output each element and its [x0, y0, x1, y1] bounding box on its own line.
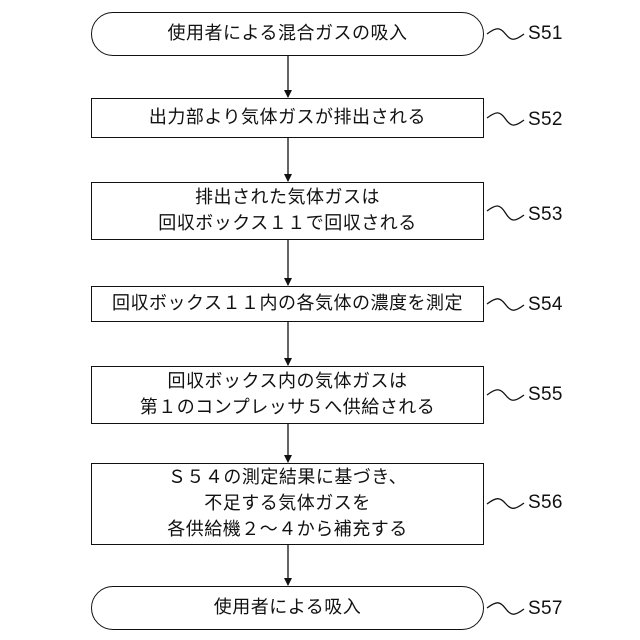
process-box-s53: 排出された気体ガスは回収ボックス１１で回収される	[91, 182, 484, 240]
step-text-line: 排出された気体ガスは	[158, 185, 416, 211]
step-text-s54: 回収ボックス１１内の各気体の濃度を測定	[112, 291, 463, 317]
leader-line-s51	[487, 29, 524, 40]
process-box-s54: 回収ボックス１１内の各気体の濃度を測定	[91, 286, 484, 322]
leader-line-s57	[487, 603, 524, 614]
step-label-s57: S57	[528, 599, 563, 619]
step-label-s54: S54	[528, 295, 563, 315]
step-text-line: 回収ボックス内の気体ガスは	[140, 369, 435, 395]
step-text-s55: 回収ボックス内の気体ガスは第１のコンプレッサ５へ供給される	[140, 369, 435, 421]
step-label-s52: S52	[528, 110, 563, 130]
step-text-s53: 排出された気体ガスは回収ボックス１１で回収される	[158, 185, 416, 237]
leader-line-s54	[487, 299, 524, 310]
step-text-line: 各供給機２～４から補充する	[167, 517, 408, 543]
step-text-line: Ｓ５４の測定結果に基づき、	[167, 465, 408, 491]
step-text-s52: 出力部より気体ガスが排出される	[149, 105, 426, 131]
process-box-s55: 回収ボックス内の気体ガスは第１のコンプレッサ５へ供給される	[91, 366, 484, 424]
step-text-line: 回収ボックス１１内の各気体の濃度を測定	[112, 291, 463, 317]
step-label-s51: S51	[528, 24, 563, 44]
process-box-s56: Ｓ５４の測定結果に基づき、不足する気体ガスを各供給機２～４から補充する	[91, 463, 484, 545]
step-text-s57: 使用者による吸入	[214, 595, 361, 621]
terminal-box-s51: 使用者による混合ガスの吸入	[91, 12, 484, 56]
leader-line-s52	[487, 113, 524, 125]
process-box-s52: 出力部より気体ガスが排出される	[91, 98, 484, 138]
step-label-s55: S55	[528, 385, 563, 405]
step-label-s53: S53	[528, 205, 563, 225]
step-text-line: 第１のコンプレッサ５へ供給される	[140, 395, 435, 421]
leader-line-s53	[487, 206, 524, 220]
leader-line-s56	[487, 499, 524, 509]
leader-line-s55	[487, 390, 524, 401]
step-text-s51: 使用者による混合ガスの吸入	[168, 21, 408, 47]
step-text-line: 回収ボックス１１で回収される	[158, 211, 416, 237]
step-label-s56: S56	[528, 493, 563, 513]
step-text-line: 不足する気体ガスを	[167, 491, 408, 517]
step-text-line: 使用者による混合ガスの吸入	[168, 21, 408, 47]
terminal-box-s57: 使用者による吸入	[91, 586, 484, 630]
step-text-line: 使用者による吸入	[214, 595, 361, 621]
step-text-line: 出力部より気体ガスが排出される	[149, 105, 426, 131]
step-text-s56: Ｓ５４の測定結果に基づき、不足する気体ガスを各供給機２～４から補充する	[167, 465, 408, 543]
